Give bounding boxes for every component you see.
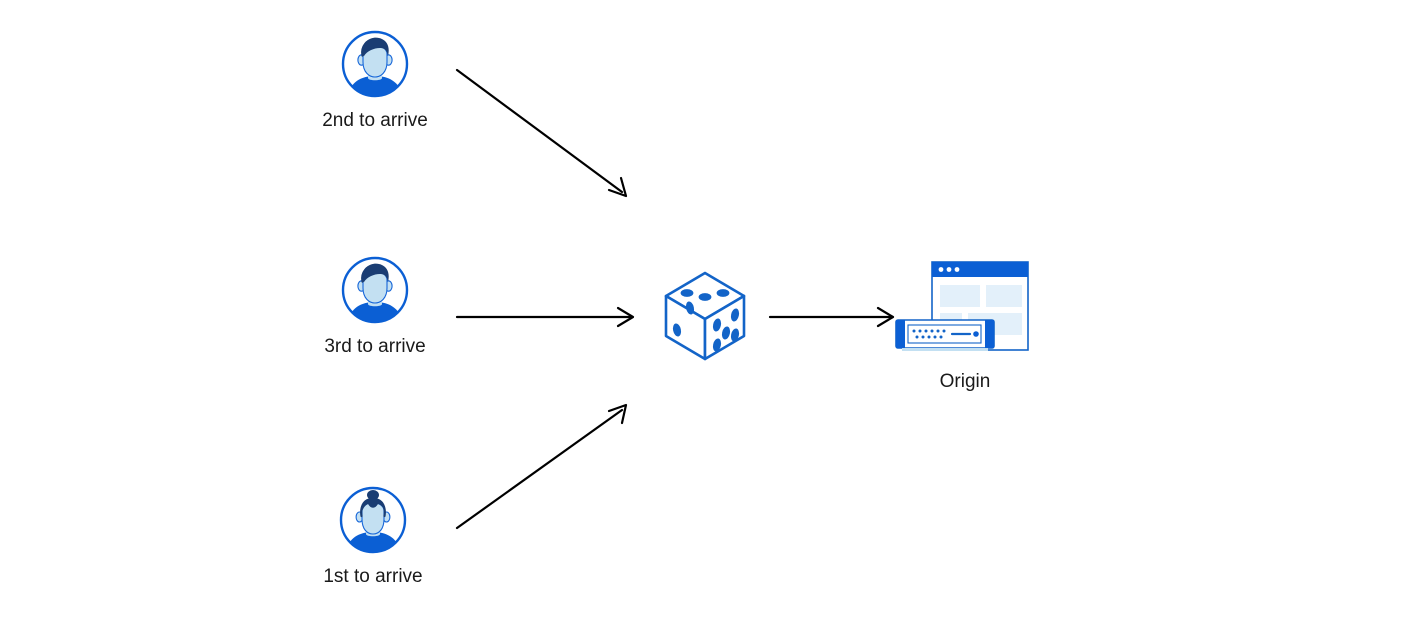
origin-node[interactable]: Origin	[890, 258, 1040, 394]
client-node-bottom[interactable]: 1st to arrive	[308, 485, 438, 589]
arrow-middle-to-dice	[455, 306, 635, 328]
client-label-bottom: 1st to arrive	[323, 566, 423, 587]
randomizer-node[interactable]	[655, 268, 755, 364]
arrow-top-to-dice	[455, 68, 628, 198]
arrow-bottom-to-dice	[455, 403, 628, 530]
user-avatar-male-icon	[340, 29, 410, 99]
arrow-dice-to-origin	[768, 306, 895, 328]
origin-server-browser-icon	[890, 258, 1040, 358]
origin-label: Origin	[939, 371, 991, 392]
dice-cube-icon	[659, 268, 751, 364]
client-label-middle: 3rd to arrive	[324, 336, 426, 357]
client-node-middle[interactable]: 3rd to arrive	[310, 255, 440, 359]
user-avatar-female-icon	[338, 485, 408, 555]
client-label-top: 2nd to arrive	[322, 110, 428, 131]
client-node-top[interactable]: 2nd to arrive	[310, 29, 440, 133]
user-avatar-male-icon	[340, 255, 410, 325]
